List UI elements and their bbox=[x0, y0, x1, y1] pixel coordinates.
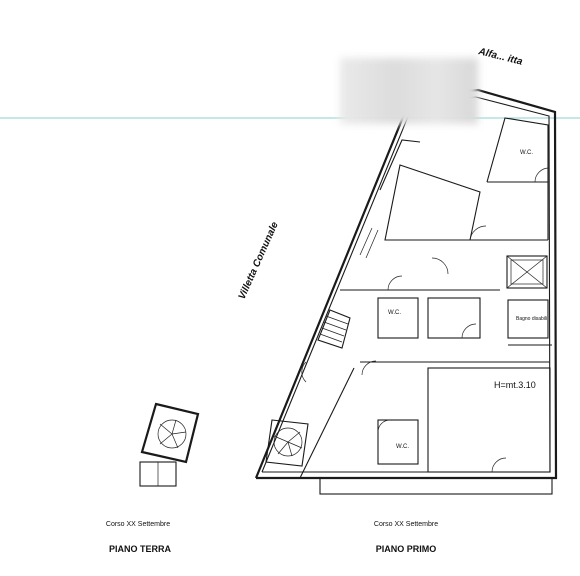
stairs-mid bbox=[317, 309, 351, 349]
terra-outline bbox=[140, 402, 200, 464]
lift-box bbox=[506, 255, 548, 289]
title-right: PIANO PRIMO bbox=[376, 544, 437, 554]
wc-low-label: W.C. bbox=[396, 444, 409, 450]
wc-mid-label: W.C. bbox=[388, 310, 401, 316]
spiral-stair-primo bbox=[265, 419, 309, 467]
piano-primo-plan bbox=[254, 88, 558, 495]
bagno-disabili-label: Bagno disabili bbox=[516, 316, 547, 322]
wc-low-room bbox=[377, 419, 419, 465]
street-top-label: Alfa... itta bbox=[476, 46, 524, 68]
bagno-disabili-room bbox=[507, 299, 549, 339]
piano-terra-plan bbox=[139, 402, 200, 487]
wc-top-label: W.C. bbox=[520, 150, 533, 156]
title-left: PIANO TERRA bbox=[109, 544, 172, 554]
height-note: H=mt.3.10 bbox=[494, 380, 536, 390]
room-lower-right bbox=[427, 367, 551, 473]
address-left: Corso XX Settembre bbox=[106, 521, 170, 528]
wc-mid-room bbox=[377, 297, 419, 339]
corridor-wall bbox=[379, 139, 421, 191]
address-right: Corso XX Settembre bbox=[374, 521, 438, 528]
street-side-label: Villetta Comunale bbox=[237, 220, 281, 301]
wc-top-room bbox=[486, 117, 549, 183]
room-middle bbox=[384, 164, 481, 241]
base-strip bbox=[319, 477, 553, 495]
redacted-area bbox=[340, 58, 478, 124]
